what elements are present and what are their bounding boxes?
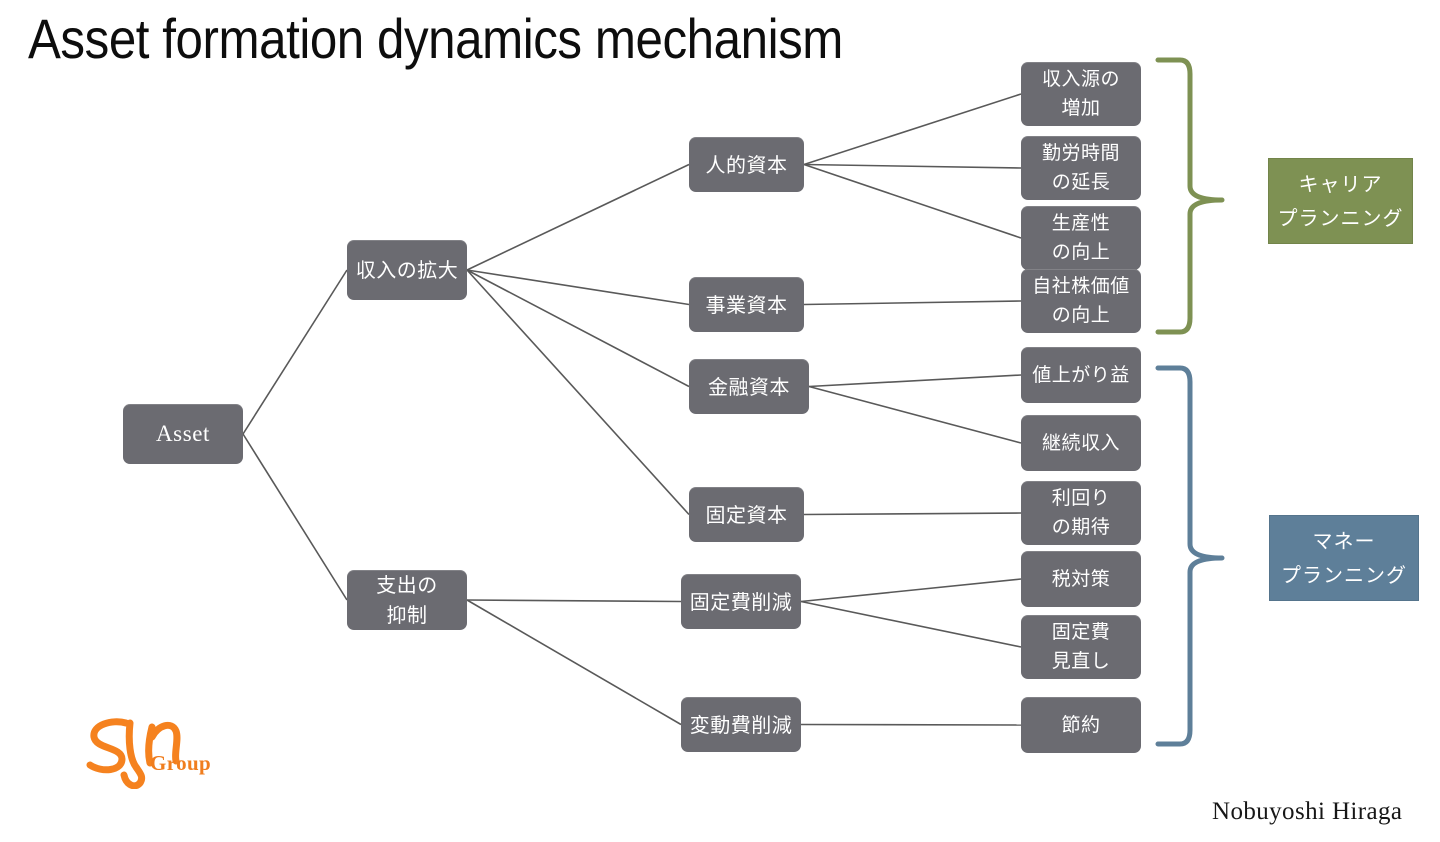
node-label: 収入の拡大 [355, 258, 459, 282]
node-label: 固定資本 [705, 502, 788, 527]
node-label: 事業資本 [705, 292, 788, 317]
node-leaf-l3[interactable]: 生産性 の向上 [1021, 206, 1141, 270]
syn-script-icon [86, 718, 181, 790]
node-label: 税対策 [1051, 567, 1111, 590]
node-branch-varcost[interactable]: 変動費削減 [681, 697, 801, 752]
node-branch-income[interactable]: 収入の拡大 [347, 240, 467, 300]
node-leaf-l7[interactable]: 利回り の期待 [1021, 481, 1141, 545]
node-label: 変動費削減 [689, 712, 793, 737]
node-leaf-l10[interactable]: 節約 [1021, 697, 1141, 753]
author-credit: Nobuyoshi Hiraga [1212, 798, 1403, 825]
node-branch-fixed[interactable]: 固定資本 [689, 487, 804, 542]
node-label: 勤労時間 の延長 [1041, 142, 1120, 193]
node-label: 継続収入 [1041, 431, 1120, 454]
node-label: 自社株価値 の向上 [1032, 275, 1130, 326]
node-label: 固定費 見直し [1051, 621, 1111, 672]
syn-group-logo: Group [78, 703, 228, 790]
node-label: 人的資本 [705, 152, 788, 177]
node-leaf-l5[interactable]: 値上がり益 [1021, 347, 1141, 403]
node-label: 固定費削減 [689, 589, 793, 614]
category-tag-money[interactable]: マネー プランニング [1269, 515, 1419, 601]
node-label: 収入源の 増加 [1041, 68, 1120, 119]
node-branch-business[interactable]: 事業資本 [689, 277, 804, 332]
node-branch-expense[interactable]: 支出の 抑制 [347, 570, 467, 630]
logo-wordmark: Group [150, 751, 212, 775]
category-tag-label: マネー プランニング [1281, 529, 1407, 587]
node-root-root[interactable]: Asset [123, 404, 243, 464]
node-leaf-l9[interactable]: 固定費 見直し [1021, 615, 1141, 679]
node-label: 利回り の期待 [1051, 487, 1111, 538]
node-label: 節約 [1061, 713, 1101, 736]
node-label: 生産性 の向上 [1051, 212, 1111, 263]
node-leaf-l6[interactable]: 継続収入 [1021, 415, 1141, 471]
node-label: 値上がり益 [1032, 363, 1130, 386]
node-leaf-l4[interactable]: 自社株価値 の向上 [1021, 269, 1141, 333]
page-title: Asset formation dynamics mechanism [28, 7, 843, 70]
node-leaf-l1[interactable]: 収入源の 増加 [1021, 62, 1141, 126]
node-leaf-l8[interactable]: 税対策 [1021, 551, 1141, 607]
node-branch-fixedcost[interactable]: 固定費削減 [681, 574, 801, 629]
node-branch-human[interactable]: 人的資本 [689, 137, 804, 192]
node-branch-financial[interactable]: 金融資本 [689, 359, 809, 414]
node-leaf-l2[interactable]: 勤労時間 の延長 [1021, 136, 1141, 200]
node-label: Asset [155, 421, 211, 446]
category-tag-career[interactable]: キャリア プランニング [1268, 158, 1413, 244]
node-label: 金融資本 [708, 374, 790, 399]
category-tag-label: キャリア プランニング [1277, 172, 1404, 230]
node-label: 支出の 抑制 [376, 573, 438, 627]
